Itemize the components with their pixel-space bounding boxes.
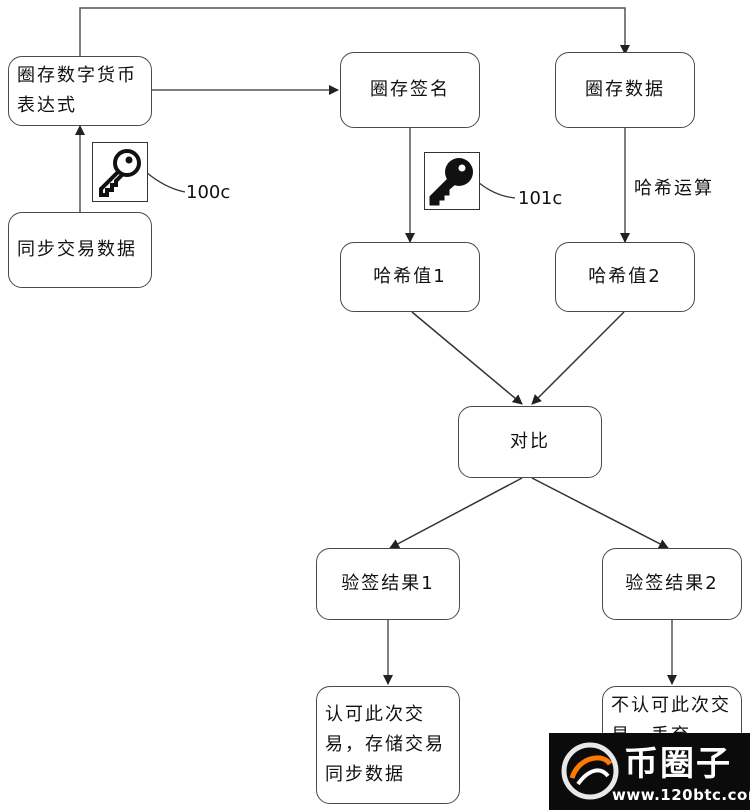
arrow-expression-to-data <box>79 7 630 56</box>
watermark-logo-icon <box>561 742 619 800</box>
key-ref-101c: 101c <box>518 188 562 209</box>
node-sync-transaction-data: 同步交易数据 <box>8 212 152 288</box>
node-verify-result-2-label: 验签结果2 <box>625 573 719 594</box>
node-store-data: 圈存数据 <box>555 52 695 128</box>
node-compare-label: 对比 <box>510 431 550 452</box>
node-hash-value-2-label: 哈希值2 <box>588 266 662 287</box>
arrow-compare-to-result2 <box>531 477 669 549</box>
node-hash-value-1: 哈希值1 <box>340 242 480 312</box>
edge-label-hash-operation: 哈希运算 <box>634 174 714 200</box>
arrow-compare-to-result1 <box>389 477 523 549</box>
node-verify-result-2: 验签结果2 <box>602 548 742 620</box>
arrow-hash1-to-compare <box>411 311 523 405</box>
node-accept-transaction: 认可此次交易，存储交易同步数据 <box>316 686 460 804</box>
node-verify-result-1-label: 验签结果1 <box>341 573 435 594</box>
node-store-currency-expression-label: 圈存数字货币表达式 <box>17 65 137 116</box>
arrow-hash2-to-compare <box>531 311 625 405</box>
node-compare: 对比 <box>458 406 602 478</box>
node-verify-result-1: 验签结果1 <box>316 548 460 620</box>
node-store-currency-expression: 圈存数字货币表达式 <box>8 56 152 126</box>
node-store-signature-label: 圈存签名 <box>370 79 450 100</box>
key-solid-icon <box>424 152 480 210</box>
watermark-title: 币圈子 <box>624 744 732 784</box>
edge-label-hash-operation-text: 哈希运算 <box>634 178 714 199</box>
node-hash-value-1-label: 哈希值1 <box>373 266 447 287</box>
watermark-url: www.120btc.com <box>612 786 750 804</box>
node-sync-transaction-data-label: 同步交易数据 <box>17 239 137 260</box>
key-ref-100c: 100c <box>186 182 230 203</box>
key-ref-100c-text: 100c <box>186 182 231 203</box>
node-hash-value-2: 哈希值2 <box>555 242 695 312</box>
node-store-data-label: 圈存数据 <box>585 79 665 100</box>
leader-line-100c <box>145 171 186 193</box>
node-store-signature: 圈存签名 <box>340 52 480 128</box>
leader-line-101c <box>477 181 516 199</box>
key-outline-icon <box>92 142 148 202</box>
key-ref-101c-text: 101c <box>518 188 563 209</box>
node-accept-transaction-label: 认可此次交易，存储交易同步数据 <box>325 704 445 785</box>
